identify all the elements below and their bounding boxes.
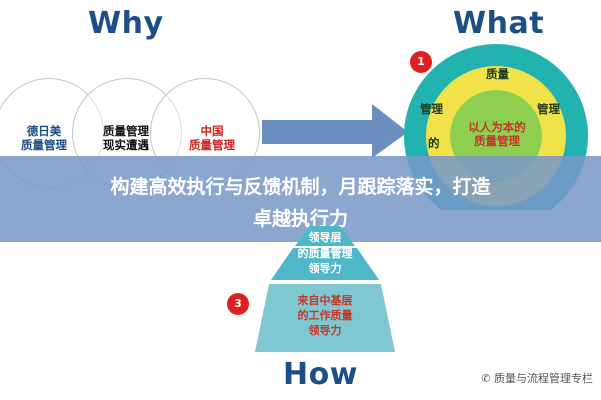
- ring-label-left: 管理: [420, 102, 443, 116]
- pyramid-top-label: 领导层: [308, 231, 342, 244]
- ring-label-center: 以人为本的 质量管理: [468, 120, 526, 148]
- chat-icon: ✆: [481, 372, 494, 385]
- how-heading: How: [283, 357, 358, 392]
- ring-label-top: 质量: [486, 67, 509, 81]
- venn-label-middle: 质量管理 现实遭遇: [103, 124, 149, 152]
- ring-label-right: 管理: [537, 102, 560, 116]
- banner-line-1: 构建高效执行与反馈机制，月跟踪落实，打造: [110, 176, 491, 198]
- venn-label-right: 中国 质量管理: [189, 124, 235, 152]
- watermark-text: 质量与流程管理专栏: [494, 372, 593, 385]
- why-heading: Why: [88, 6, 164, 41]
- title-banner: 构建高效执行与反馈机制，月跟踪落实，打造 卓越执行力: [0, 156, 601, 242]
- what-heading: What: [453, 6, 545, 41]
- venn-label-left: 德日美 质量管理: [21, 124, 67, 152]
- what-badge: 1: [410, 51, 432, 73]
- pyramid-middle-label: 的质量管理 领导力: [297, 247, 353, 275]
- watermark: ✆ 质量与流程管理专栏: [481, 370, 593, 386]
- how-pyramid: [255, 226, 395, 352]
- banner-line-2: 卓越执行力: [252, 208, 348, 230]
- right-arrow: [262, 104, 408, 158]
- ring-label-left-bottom: 的: [428, 136, 440, 150]
- pyramid-bottom-label: 来自中基层 的工作质量 领导力: [297, 294, 353, 337]
- how-badge: 3: [227, 293, 249, 315]
